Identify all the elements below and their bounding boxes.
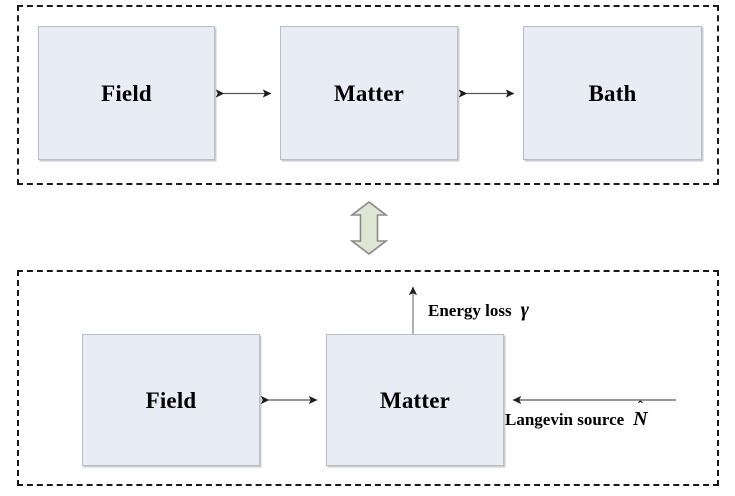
node-box-bath-top[interactable]: Bath: [523, 26, 702, 160]
node-box-matter-bottom[interactable]: Matter: [326, 334, 504, 466]
node-label-field-bottom: Field: [145, 387, 197, 413]
label-energy-loss-text: Energy loss: [428, 301, 512, 320]
node-box-matter-top[interactable]: Matter: [280, 26, 458, 160]
symbol-gamma: γ: [520, 299, 529, 321]
node-box-field-top[interactable]: Field: [38, 26, 215, 160]
node-label-matter-bottom: Matter: [379, 387, 451, 413]
node-box-field-bottom[interactable]: Field: [82, 334, 260, 466]
node-label-bath-top: Bath: [588, 80, 637, 106]
symbol-n-hat: ̂N: [633, 409, 647, 429]
symbol-n-hat-accent: ̂: [633, 400, 647, 415]
label-langevin-source: Langevin sourcêN: [505, 409, 648, 429]
node-label-matter-top: Matter: [333, 80, 405, 106]
panel-full-model: [17, 5, 719, 185]
label-energy-loss: Energy loss γ: [428, 300, 529, 320]
label-langevin-source-text: Langevin source: [505, 410, 625, 429]
node-label-field-top: Field: [101, 80, 152, 106]
panel-reduced-model: [17, 270, 719, 486]
equivalence-double-arrow-icon: [349, 200, 389, 256]
symbol-n-hat-base: N: [633, 408, 648, 430]
